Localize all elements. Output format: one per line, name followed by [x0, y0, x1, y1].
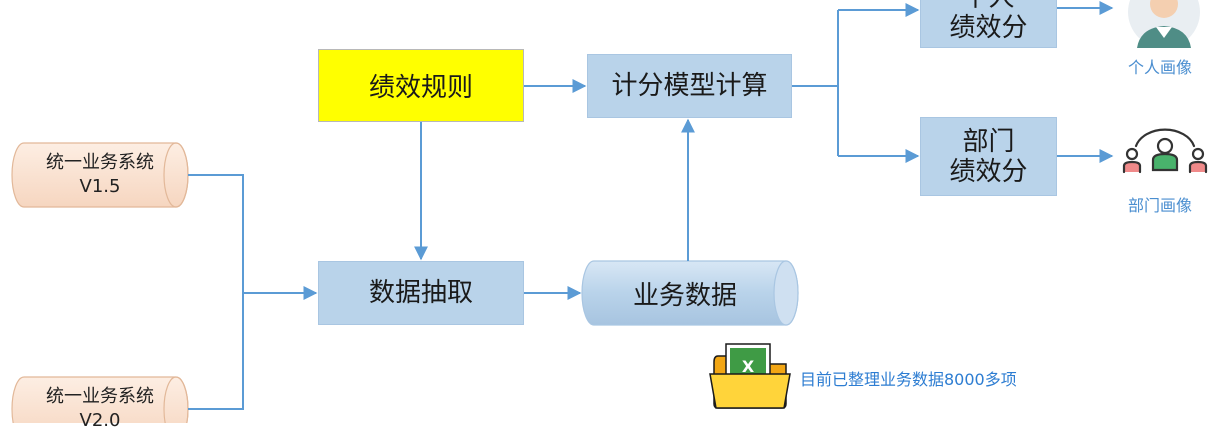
data-count-note: 目前已整理业务数据8000多项 — [800, 370, 1017, 389]
data-extraction-box: 数据抽取 — [318, 261, 524, 325]
connector-v20-to-merge — [188, 293, 244, 410]
personal-profile-caption: 个人画像 — [1128, 58, 1193, 77]
dept-score-box: 部门 绩效分 — [920, 117, 1057, 196]
dept-profile-caption: 部门画像 — [1128, 196, 1193, 215]
business-data-label: 业务数据 — [632, 280, 737, 311]
svg-text:X: X — [742, 357, 755, 376]
connector-layer: X — [11, 0, 1208, 423]
business-data-cylinder — [581, 260, 799, 326]
source-system-v15: 统一业务系统 V1.5 — [46, 152, 154, 197]
person-avatar-icon — [1128, 0, 1200, 48]
connector-v15-to-merge — [188, 174, 244, 293]
excel-folder-icon: X — [709, 343, 791, 409]
personal-score-box: 个人 绩效分 — [920, 0, 1057, 48]
source-system-v20: 统一业务系统 V2.0 — [46, 386, 154, 431]
performance-rules-box: 绩效规则 — [318, 49, 524, 122]
score-model-box: 计分模型计算 — [587, 54, 792, 118]
department-group-icon — [1122, 128, 1208, 174]
